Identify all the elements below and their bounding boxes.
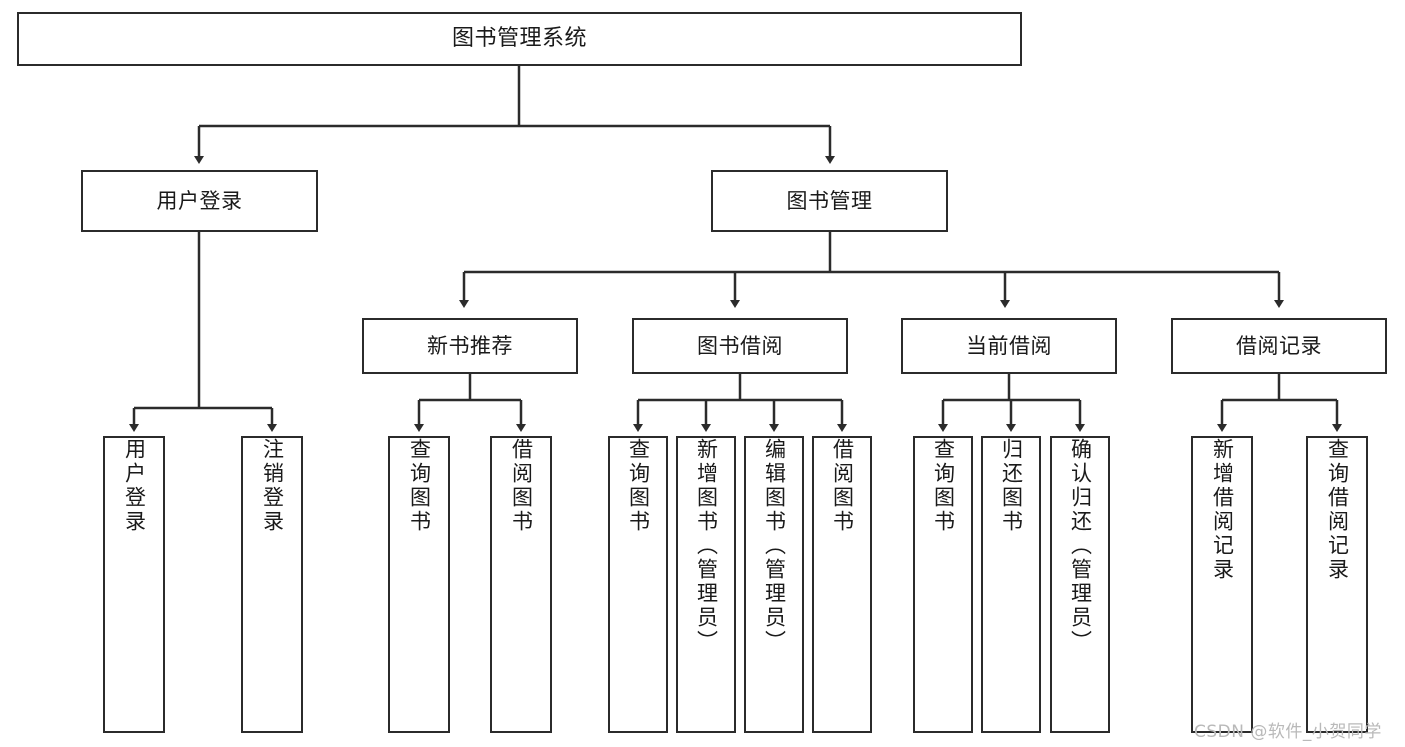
node-label: 图书借阅 bbox=[697, 333, 783, 358]
leaf-confirm-return-admin[interactable]: 确认归还（管理员） bbox=[1050, 436, 1110, 733]
leaf-query-book-borrow[interactable]: 查询图书 bbox=[608, 436, 668, 733]
leaf-add-book-admin[interactable]: 新增图书（管理员） bbox=[676, 436, 736, 733]
node-label: 查询借阅记录 bbox=[1325, 438, 1350, 582]
node-user-login[interactable]: 用户登录 bbox=[81, 170, 318, 232]
node-label: 归还图书 bbox=[999, 438, 1024, 534]
node-label: 确认归还（管理员） bbox=[1068, 438, 1093, 654]
leaf-query-borrow-record[interactable]: 查询借阅记录 bbox=[1306, 436, 1368, 733]
leaf-borrow-book[interactable]: 借阅图书 bbox=[812, 436, 872, 733]
node-label: 新增借阅记录 bbox=[1210, 438, 1235, 582]
node-label: 借阅记录 bbox=[1236, 333, 1322, 358]
node-label: 图书管理 bbox=[786, 188, 873, 213]
leaf-borrow-book-newbook[interactable]: 借阅图书 bbox=[490, 436, 552, 733]
node-label: 用户登录 bbox=[122, 438, 147, 534]
node-label: 查询图书 bbox=[626, 438, 651, 534]
leaf-return-book[interactable]: 归还图书 bbox=[981, 436, 1041, 733]
node-label: 用户登录 bbox=[156, 188, 243, 213]
leaf-edit-book-admin[interactable]: 编辑图书（管理员） bbox=[744, 436, 804, 733]
node-current-borrow[interactable]: 当前借阅 bbox=[901, 318, 1117, 374]
node-root-system[interactable]: 图书管理系统 bbox=[17, 12, 1022, 66]
node-label: 新书推荐 bbox=[427, 333, 513, 358]
node-label: 新增图书（管理员） bbox=[694, 438, 719, 654]
node-label: 查询图书 bbox=[931, 438, 956, 534]
csdn-watermark: CSDN @软件_小贺同学 bbox=[1194, 722, 1382, 742]
node-label: 编辑图书（管理员） bbox=[762, 438, 787, 654]
node-label: 注销登录 bbox=[260, 438, 285, 534]
node-label: 借阅图书 bbox=[509, 438, 534, 534]
node-book-borrow[interactable]: 图书借阅 bbox=[632, 318, 848, 374]
node-label: 借阅图书 bbox=[830, 438, 855, 534]
leaf-add-borrow-record[interactable]: 新增借阅记录 bbox=[1191, 436, 1253, 733]
node-book-management[interactable]: 图书管理 bbox=[711, 170, 948, 232]
leaf-logout-login[interactable]: 注销登录 bbox=[241, 436, 303, 733]
node-label: 当前借阅 bbox=[966, 333, 1052, 358]
leaf-query-book-current[interactable]: 查询图书 bbox=[913, 436, 973, 733]
leaf-query-book-newbook[interactable]: 查询图书 bbox=[388, 436, 450, 733]
node-label: 图书管理系统 bbox=[451, 25, 587, 51]
node-new-book-recommend[interactable]: 新书推荐 bbox=[362, 318, 578, 374]
node-borrow-record[interactable]: 借阅记录 bbox=[1171, 318, 1387, 374]
node-label: 查询图书 bbox=[407, 438, 432, 534]
leaf-user-login[interactable]: 用户登录 bbox=[103, 436, 165, 733]
